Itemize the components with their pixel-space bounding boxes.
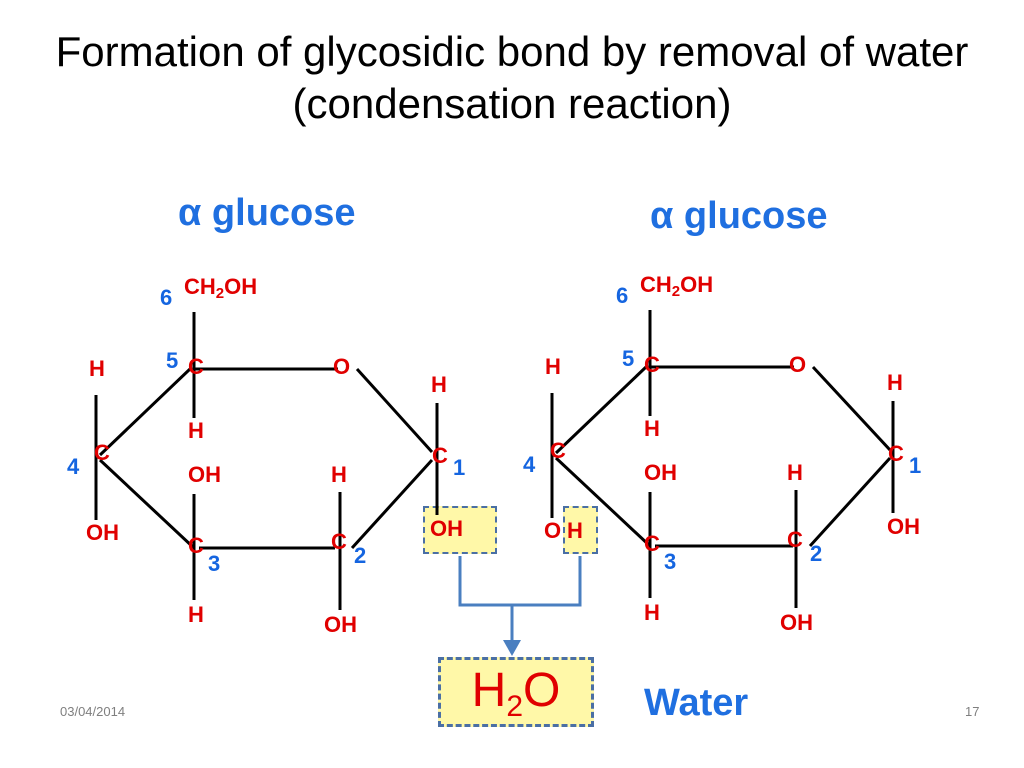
left-c3-atom: C	[188, 533, 204, 558]
left-c4-hydrogen: H	[89, 356, 105, 381]
removed-hydrogen: H	[567, 518, 583, 543]
left-c1-atom: C	[432, 443, 448, 468]
water-product-box: H2O	[438, 657, 594, 727]
water-label: Water	[644, 682, 749, 724]
right-ring-bonds	[550, 310, 895, 608]
footer-page-number: 17	[965, 704, 980, 719]
right-c3-hydroxyl: OH	[644, 460, 677, 485]
right-carbon-number-3: 3	[664, 549, 677, 574]
right-carbon-number-2: 2	[810, 541, 823, 566]
removed-h-highlight	[563, 506, 598, 554]
left-ring-oxygen: O	[333, 354, 351, 379]
removed-hydroxyl: OH	[430, 516, 463, 541]
left-c5-hydrogen: H	[188, 418, 204, 443]
right-c4-oxygen: O	[544, 518, 562, 543]
right-c1-hydrogen: H	[887, 370, 903, 395]
left-c2-atom: C	[331, 529, 347, 554]
left-c4-hydroxyl: OH	[86, 520, 119, 545]
left-c4-atom: C	[94, 440, 110, 465]
right-carbon-number-6: 6	[616, 283, 629, 308]
right-c3-atom: C	[644, 531, 660, 556]
right-c2-hydroxyl: OH	[780, 610, 813, 635]
right-c1-atom: C	[888, 441, 904, 466]
right-c1-hydroxyl: OH	[887, 514, 920, 539]
right-c2-hydrogen: H	[787, 460, 803, 485]
right-c4-hydrogen: H	[545, 354, 561, 379]
footer-date: 03/04/2014	[60, 704, 126, 719]
left-c1-hydrogen: H	[431, 372, 447, 397]
right-c3-hydrogen: H	[644, 600, 660, 625]
left-carbon-number-5: 5	[166, 348, 179, 373]
right-c4-atom: C	[550, 438, 566, 463]
left-molecule-heading: α glucose	[178, 192, 356, 234]
left-c5-atom: C	[188, 354, 204, 379]
left-carbon-number-6: 6	[160, 285, 173, 310]
left-carbon-number-3: 3	[208, 551, 221, 576]
left-c3-hydroxyl: OH	[188, 462, 221, 487]
left-ring-bonds	[94, 312, 439, 610]
right-molecule-heading: α glucose	[650, 195, 828, 237]
left-ch2oh-label: CH2OH	[184, 274, 258, 302]
right-carbon-number-1: 1	[909, 453, 922, 478]
left-carbon-number-2: 2	[354, 543, 367, 568]
left-c3-hydrogen: H	[188, 602, 204, 627]
right-carbon-number-5: 5	[622, 346, 635, 371]
left-c2-hydroxyl: OH	[324, 612, 357, 637]
right-c5-hydrogen: H	[644, 416, 660, 441]
arrow-head	[503, 640, 521, 656]
right-ch2oh-label: CH2OH	[640, 272, 714, 300]
slide-title: Formation of glycosidic bond by removal …	[55, 28, 969, 127]
left-carbon-number-1: 1	[453, 455, 466, 480]
left-carbon-number-4: 4	[67, 454, 80, 479]
right-c5-atom: C	[644, 352, 660, 377]
left-c2-hydrogen: H	[331, 462, 347, 487]
condensation-arrow	[458, 556, 582, 648]
right-ring-oxygen: O	[789, 352, 807, 377]
removed-oh-highlight	[423, 506, 497, 554]
right-c2-atom: C	[787, 527, 803, 552]
right-carbon-number-4: 4	[523, 452, 536, 477]
